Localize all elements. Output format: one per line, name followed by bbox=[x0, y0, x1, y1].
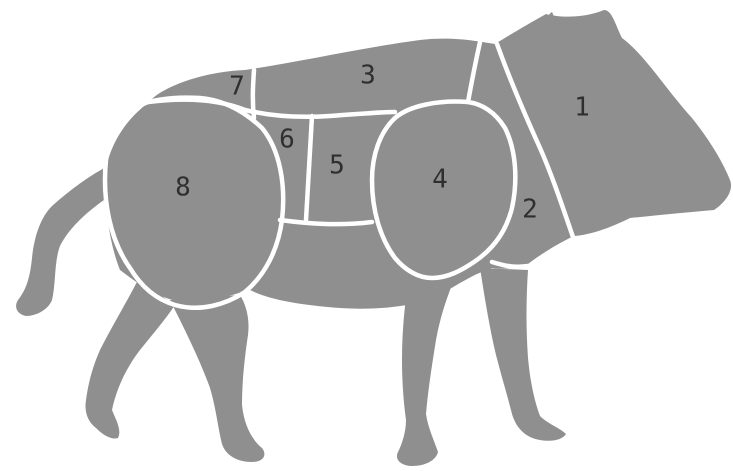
cut-label-8: 8 bbox=[175, 173, 191, 203]
cut-label-5: 5 bbox=[329, 151, 345, 181]
boar-hind-leg-rear bbox=[85, 280, 175, 439]
cut-line-7-3 bbox=[253, 70, 254, 118]
cut-label-2: 2 bbox=[522, 195, 538, 225]
boar-fore-leg-front bbox=[480, 268, 566, 441]
cut-label-4: 4 bbox=[432, 165, 448, 195]
boar-tail bbox=[16, 165, 110, 316]
cut-label-7: 7 bbox=[229, 72, 245, 102]
cut-label-1: 1 bbox=[574, 93, 590, 123]
boar-body bbox=[106, 10, 732, 309]
boar-hind-leg-front bbox=[170, 295, 264, 462]
cut-label-3: 3 bbox=[360, 61, 376, 91]
cut-label-6: 6 bbox=[279, 125, 295, 155]
